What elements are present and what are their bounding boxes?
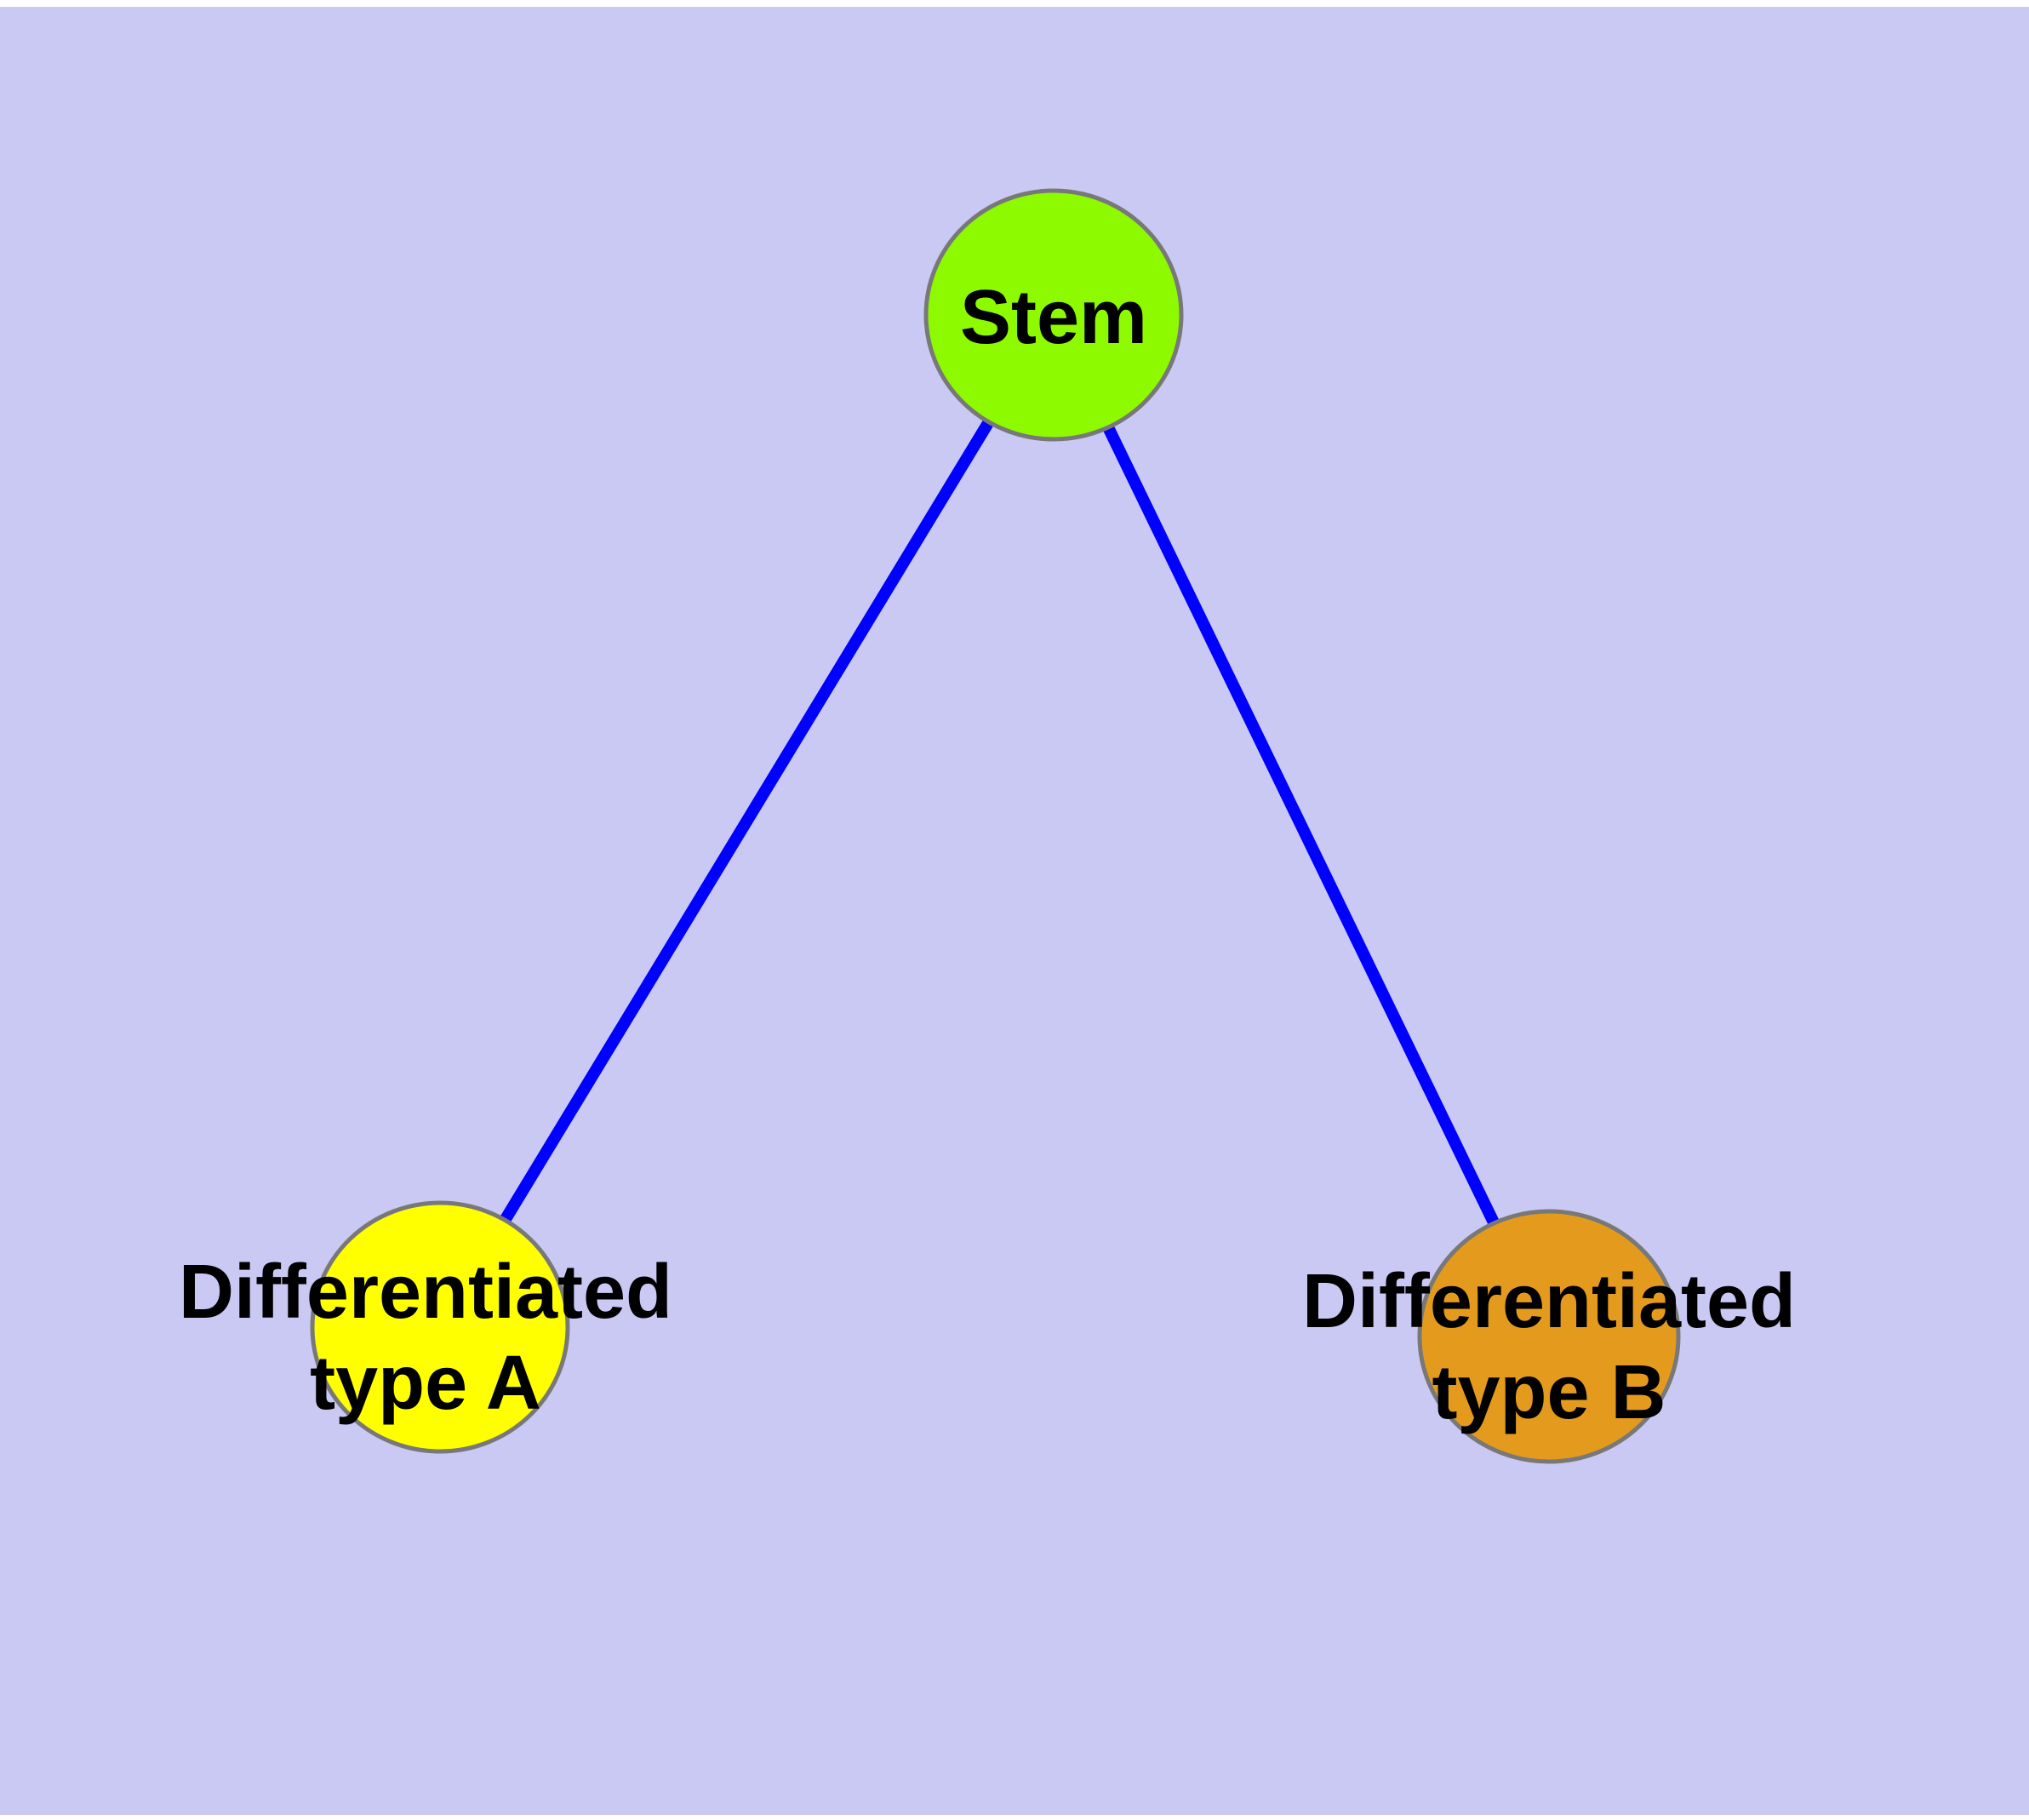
type-b-node-label-line1: Differentiated — [1302, 1259, 1796, 1344]
stem-node-label: Stem — [960, 275, 1147, 360]
node-stem: Stem — [923, 188, 1184, 442]
type-a-node-label-line2: type A — [310, 1341, 541, 1426]
node-differentiated-type-b: Differentiated type B — [1302, 1209, 1796, 1464]
stem-node-circle — [923, 188, 1184, 442]
type-a-node-circle — [310, 1200, 570, 1454]
node-differentiated-type-a: Differentiated type A — [179, 1200, 672, 1454]
edges — [435, 312, 1555, 1340]
type-b-node-circle — [1417, 1209, 1681, 1464]
type-b-node-label-line2: type B — [1432, 1350, 1666, 1435]
type-a-node-label-line1: Differentiated — [179, 1250, 672, 1335]
edge-stem-to-type-b — [1048, 312, 1555, 1340]
edge-stem-to-type-a — [435, 312, 1059, 1331]
